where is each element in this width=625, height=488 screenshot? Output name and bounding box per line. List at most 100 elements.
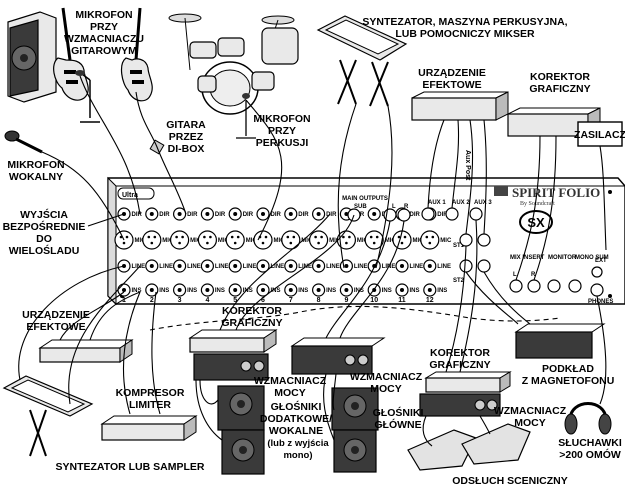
brand-sub: By Soundcraft [520, 200, 555, 207]
xlr-pin [175, 235, 178, 239]
channel-6-mic-jack[interactable] [253, 230, 273, 250]
main-out-r-jack[interactable] [397, 208, 411, 222]
label-synth-top-2: LUB POMOCNICZY MIKSER [395, 28, 535, 40]
st2-r-jack[interactable] [477, 259, 491, 273]
st1-label: ST1 [453, 243, 465, 249]
phones-jack[interactable] [590, 283, 604, 297]
channel-12-mic-jack[interactable] [420, 230, 440, 250]
aux-1-label: AUX 1 [428, 200, 446, 206]
label-direct-out-1: WYJŚCIA [20, 208, 68, 221]
xlr-pin [345, 241, 348, 245]
channel-row-label: MIC [190, 238, 202, 244]
channel-row-label: INS [215, 288, 225, 294]
channel-3-mic-jack[interactable] [170, 230, 190, 250]
jack-center [122, 288, 126, 292]
aux-speakers-icon [217, 385, 265, 475]
channel-row-label: LINE [354, 264, 368, 270]
channel-7-mic-jack[interactable] [281, 230, 301, 250]
channel-number: 9 [344, 297, 348, 304]
mono-sum-label: MONO SUM [575, 255, 609, 261]
channel-row-label: MIC [274, 238, 286, 244]
electric-guitar-icon [120, 7, 153, 102]
xlr-pin [397, 235, 401, 239]
label-fx-top-1: URZĄDZENIE [418, 67, 486, 79]
xlr-pin [292, 235, 296, 239]
st1-l-jack[interactable] [459, 233, 473, 247]
label-compressor-1: KOMPRESOR [116, 387, 185, 399]
mixer-master-jacks [347, 207, 604, 297]
channel-2-mic-jack[interactable] [142, 230, 162, 250]
xlr-pin [264, 235, 268, 239]
cables [18, 75, 607, 447]
amp-2-icon [290, 337, 386, 375]
label-guitar-di-1: GITARA [166, 119, 206, 131]
channel-row-label: DIR [437, 212, 448, 218]
channel-number: 3 [178, 297, 182, 304]
brand-name: SPIRIT FOLIO [512, 185, 600, 200]
monitor-jack[interactable] [547, 279, 561, 293]
channel-row-label: LINE [243, 264, 257, 270]
xlr-pin [236, 235, 240, 239]
channel-row-label: MIC [413, 238, 425, 244]
channel-row-label: MIC [246, 238, 258, 244]
label-guitar-amp-mic-1: MIKROFON [75, 9, 132, 21]
main-out-sub: SUB [354, 204, 367, 210]
mix-insert-r-jack[interactable] [527, 279, 541, 293]
channel-4-mic-jack[interactable] [197, 230, 217, 250]
channel-10-mic-jack[interactable] [364, 230, 384, 250]
label-amp-2-2: MOCY [370, 383, 402, 395]
channel-8-mic-jack[interactable] [309, 230, 329, 250]
channel-row-label: MIC [301, 238, 313, 244]
xlr-pin [206, 241, 209, 245]
label-direct-out-3: DO [36, 233, 52, 245]
label-drum-mic-2: PRZY [268, 125, 296, 137]
label-eq-mid-1: KOREKTOR [222, 305, 282, 317]
label-fx-left-1: URZĄDZENIE [22, 309, 90, 321]
xlr-pin [348, 235, 351, 239]
ext-label: EXT [595, 258, 607, 264]
st1-r-jack[interactable] [477, 233, 491, 247]
label-amp-3-2: MOCY [514, 417, 546, 429]
xlr-pin [369, 235, 373, 239]
channel-5-mic-jack[interactable] [225, 230, 245, 250]
channel-row-label: LINE [271, 264, 285, 270]
jack-center [400, 264, 404, 268]
channel-row-label: LINE [326, 264, 340, 270]
channel-row-label: DIR [243, 212, 254, 218]
label-amp-2-1: WZMACNIACZ [350, 371, 423, 383]
mix-r-label: R [531, 272, 536, 278]
jack-center [205, 288, 210, 292]
electric-guitar-icon [53, 7, 89, 101]
xlr-pin [261, 241, 265, 245]
vocal-mic-icon [4, 130, 43, 154]
aux-3-jack[interactable] [469, 207, 483, 221]
st2-l-jack[interactable] [459, 259, 473, 273]
channel-row-label: INS [298, 288, 308, 294]
drum-kit-icon [168, 13, 299, 139]
main-out-r: R [404, 204, 409, 210]
jack-center [372, 212, 377, 216]
amp-1-icon [193, 353, 269, 381]
jack-center [177, 288, 182, 292]
jack-center [288, 264, 293, 268]
label-eq-right-2: GRAFICZNY [429, 359, 490, 371]
aux-2-jack[interactable] [445, 207, 459, 221]
xlr-pin [209, 235, 212, 239]
aux-1-jack[interactable] [421, 207, 435, 221]
label-guitar-di-2: PRZEZ [169, 131, 204, 143]
label-amp-3-1: WZMACNIACZ [494, 405, 567, 417]
power-supply [577, 121, 623, 147]
mono-sum-jack[interactable] [568, 279, 582, 293]
monitor-label: MONITOR [548, 255, 577, 261]
label-tape-1: PODKŁAD [542, 363, 594, 375]
label-headphones-2: >200 OMÓW [559, 448, 621, 461]
jack-center [344, 212, 349, 216]
label-speakers-main-2: GŁÓWNE [374, 418, 421, 431]
left-effects-unit-icon [38, 339, 134, 363]
jack-center [344, 264, 349, 268]
mixer-channel-jacks: DIRMICLINEINS1DIRMICLINEINS2DIRMICLINEIN… [114, 207, 452, 304]
ext-jack[interactable] [591, 266, 603, 278]
mix-insert-l-jack[interactable] [509, 279, 523, 293]
guitar-amp [7, 11, 57, 103]
